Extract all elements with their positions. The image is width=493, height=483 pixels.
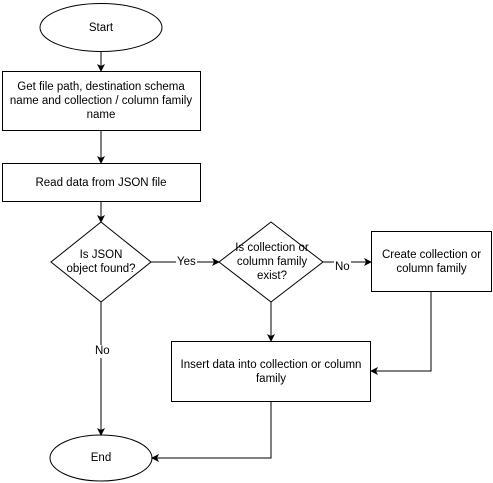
edge-label-yes: Yes	[176, 256, 197, 269]
edge-create-to-insert	[370, 292, 432, 375]
edge-insert-to-end	[151, 402, 272, 462]
get-input-process	[2, 71, 201, 131]
edge-label-no-collection: No	[334, 261, 351, 274]
read-data-process	[2, 163, 201, 202]
collection-exists-decision	[218, 221, 324, 303]
insert-data-process	[171, 341, 371, 402]
start-terminal	[39, 3, 163, 52]
json-found-decision	[50, 221, 152, 303]
create-collection-process	[371, 231, 492, 292]
edge-label-no-json: No	[94, 345, 111, 358]
end-terminal	[49, 434, 153, 482]
